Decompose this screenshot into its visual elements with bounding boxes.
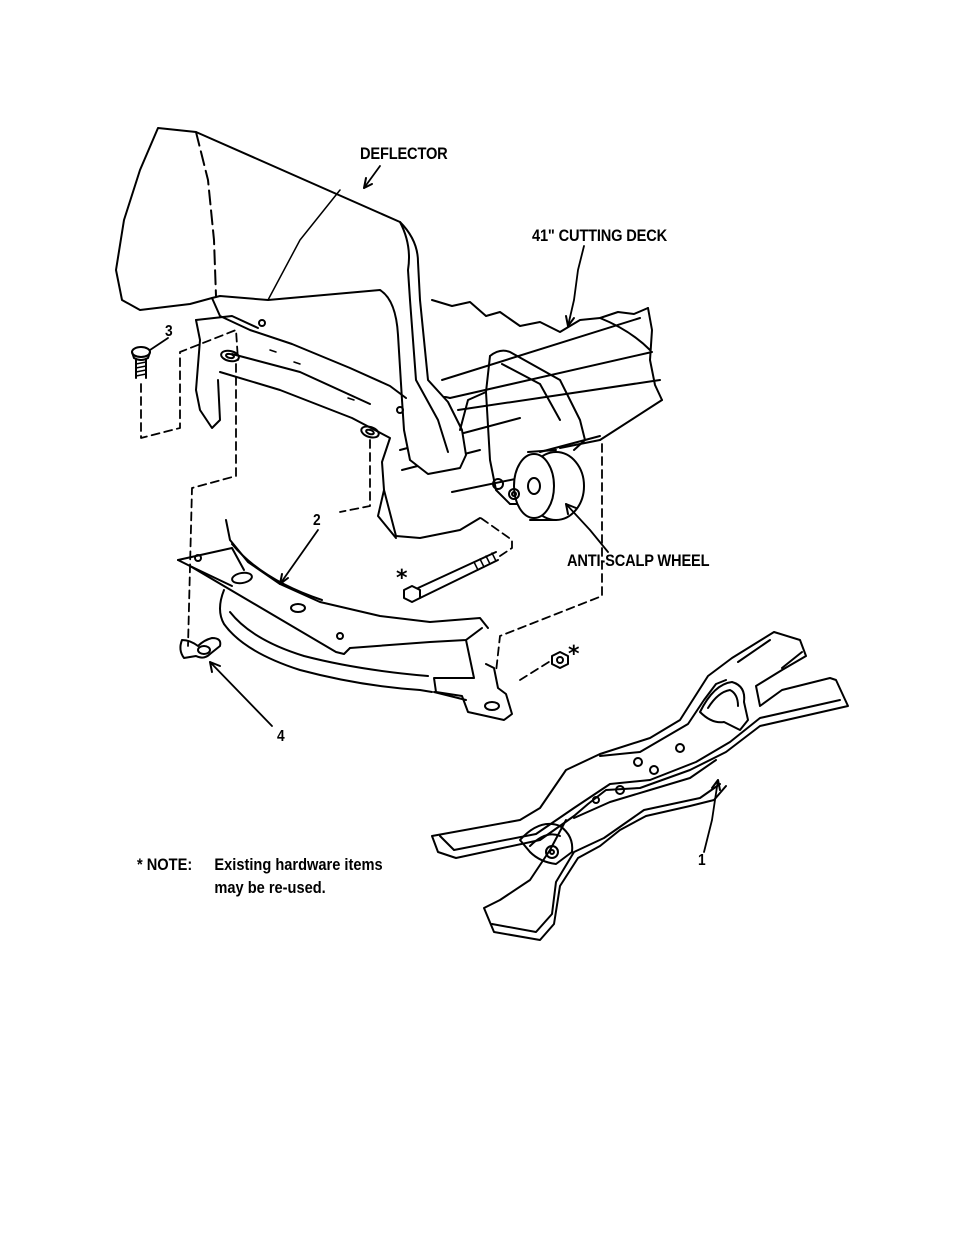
bolt-reuse-asterisk: * (396, 566, 408, 591)
part-4-callout: 4 (277, 728, 285, 745)
blade-part-1-drawing (431, 631, 849, 941)
bolt-part-3-drawing (131, 346, 151, 379)
anti-scalp-wheel-label: ANTI-SCALP WHEEL (567, 551, 710, 570)
assembly-dashed-lines (140, 329, 603, 681)
part-3-callout: 3 (165, 323, 173, 340)
hex-nut-drawing (551, 651, 569, 669)
note-prefix: * NOTE: (137, 855, 193, 874)
baffle-drawing (177, 519, 513, 721)
deflector-label: DEFLECTOR (360, 144, 448, 163)
hardware-note: * NOTE: Existing hardware items may be re… (137, 853, 383, 899)
cutting-deck-label: 41" CUTTING DECK (532, 226, 667, 245)
part-1-callout: 1 (698, 852, 706, 869)
nut-reuse-asterisk: * (568, 642, 580, 667)
leader-lines (149, 165, 721, 853)
note-line-2: may be re-used. (214, 878, 326, 897)
note-line-1: Existing hardware items (214, 855, 383, 874)
long-hex-bolt-drawing (403, 551, 499, 603)
part-2-callout: 2 (313, 512, 321, 529)
wing-nut-part-4-drawing (179, 637, 222, 659)
anti-scalp-wheel-drawing (459, 349, 586, 521)
deflector-drawing (115, 127, 481, 539)
